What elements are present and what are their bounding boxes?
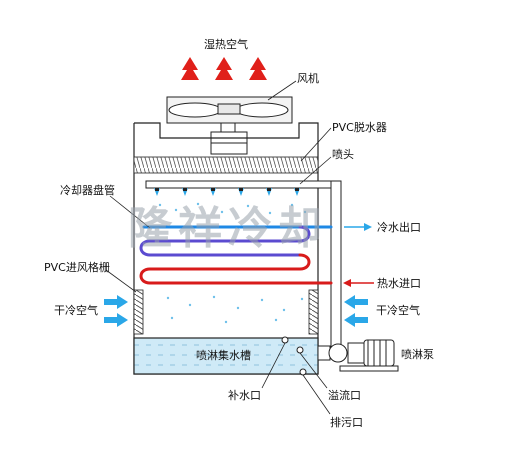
dry-cold-air-left-label: 干冷空气 bbox=[54, 303, 98, 317]
nozzle-5-icon bbox=[266, 188, 272, 196]
pvc-inlet-louver-leader-line bbox=[105, 269, 137, 293]
left-inlet-louver bbox=[133, 289, 144, 335]
hot-water-inlet-arrow-icon bbox=[343, 279, 374, 287]
cooler-coil bbox=[139, 225, 333, 285]
drain-label: 排污口 bbox=[330, 415, 363, 429]
cold-air-left-arrow-2-icon bbox=[104, 313, 128, 327]
cold-air-left-arrow-1-icon bbox=[104, 295, 128, 309]
dry-cold-air-right-arrows bbox=[344, 295, 368, 327]
spray-nozzles bbox=[154, 188, 300, 196]
cold-air-right-arrow-1-icon bbox=[344, 295, 368, 309]
cooler-coil-label: 冷却器盘管 bbox=[60, 183, 115, 197]
pvc-eliminator-leader-line bbox=[300, 127, 332, 162]
pvc-eliminator bbox=[133, 156, 319, 174]
nozzle-leader-line bbox=[299, 156, 332, 185]
nozzle-3-icon bbox=[210, 188, 216, 196]
cold-air-right-arrow-2-icon bbox=[344, 313, 368, 327]
spray-basin-label: 喷淋集水槽 bbox=[196, 348, 251, 362]
dry-cold-air-left-arrows bbox=[104, 295, 128, 327]
nozzle-1-icon bbox=[154, 188, 160, 196]
makeup-water-leader-line bbox=[261, 342, 286, 389]
humid-hot-air-arrows bbox=[181, 57, 267, 80]
overflow-leader-line bbox=[299, 352, 328, 389]
dry-cold-air-right-label: 干冷空气 bbox=[376, 303, 420, 317]
cold-water-outlet-arrow-icon bbox=[344, 223, 372, 231]
fan-leader-line bbox=[267, 80, 297, 101]
drain-leader-line bbox=[302, 374, 331, 415]
cooler-coil-leader-line bbox=[109, 195, 151, 229]
nozzle-2-icon bbox=[182, 188, 188, 196]
pvc-eliminator-label: PVC脱水器 bbox=[332, 120, 387, 134]
brand-watermark: 隆祥冷却 bbox=[128, 203, 328, 254]
fan bbox=[166, 96, 293, 155]
hot-air-arrow-1-icon bbox=[181, 57, 199, 80]
nozzle-6-icon bbox=[294, 188, 300, 196]
pvc-inlet-louver-label: PVC进风格栅 bbox=[44, 260, 110, 274]
drain-port-icon bbox=[299, 368, 307, 376]
cold-water-outlet-label: 冷水出口 bbox=[377, 220, 421, 234]
spray-pump-icon bbox=[317, 339, 399, 372]
nozzle-label: 喷头 bbox=[332, 148, 354, 161]
hot-water-inlet-label: 热水进口 bbox=[377, 277, 421, 290]
spray-pump-label: 喷淋泵 bbox=[401, 348, 434, 361]
hot-air-arrow-3-icon bbox=[249, 57, 267, 80]
overflow-port-icon bbox=[296, 346, 304, 354]
makeup-water-label: 补水口 bbox=[228, 389, 261, 402]
nozzle-4-icon bbox=[238, 188, 244, 196]
fan-label: 风机 bbox=[297, 71, 319, 85]
right-inlet-louver bbox=[308, 289, 319, 335]
hot-air-arrow-2-icon bbox=[215, 57, 233, 80]
humid-hot-air-label: 湿热空气 bbox=[204, 37, 248, 51]
overflow-label: 溢流口 bbox=[328, 388, 361, 402]
makeup-water-port-icon bbox=[281, 336, 289, 344]
spray-droplets bbox=[158, 202, 307, 324]
